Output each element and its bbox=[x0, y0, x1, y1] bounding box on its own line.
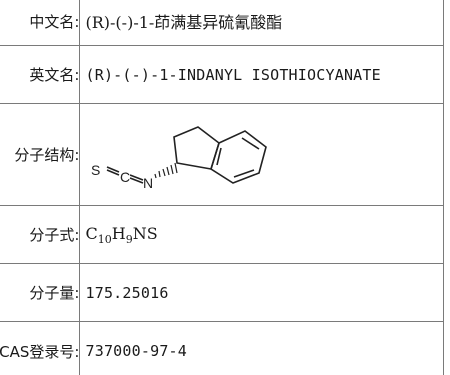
row-chinese-name: 中文名: (R)-(-)-1-茚满基异硫氰酸酯 bbox=[0, 0, 444, 46]
cyclopentane-ring bbox=[173, 125, 221, 170]
atom-sulfur: S bbox=[91, 162, 100, 178]
aromatic-bond-1 bbox=[242, 136, 260, 150]
value-formula: C10H9NS bbox=[79, 205, 444, 264]
value-english-name: (R)-(-)-1-INDANYL ISOTHIOCYANATE bbox=[79, 45, 444, 104]
value-structure: S C N bbox=[79, 103, 444, 206]
row-molecular-weight: 分子量: 175.25016 bbox=[0, 263, 444, 322]
bond-c-n-1 bbox=[130, 173, 144, 181]
bond-s-c-2 bbox=[107, 168, 120, 176]
value-molecular-weight: 175.25016 bbox=[79, 263, 444, 322]
row-structure: 分子结构: bbox=[0, 103, 444, 206]
row-cas-number: CAS登录号: 737000-97-4 bbox=[0, 321, 444, 375]
label-molecular-weight: 分子量: bbox=[0, 263, 81, 322]
value-chinese-name: (R)-(-)-1-茚满基异硫氰酸酯 bbox=[79, 0, 444, 46]
bond-s-c-1 bbox=[107, 165, 120, 173]
hashed-wedge-bond bbox=[154, 162, 179, 178]
row-english-name: 英文名: (R)-(-)-1-INDANYL ISOTHIOCYANATE bbox=[0, 45, 444, 104]
label-cas-number: CAS登录号: bbox=[0, 321, 81, 375]
atom-carbon: C bbox=[120, 169, 130, 185]
label-chinese-name: 中文名: bbox=[0, 0, 81, 46]
atom-nitrogen: N bbox=[143, 175, 153, 191]
aromatic-bond-2 bbox=[234, 168, 255, 178]
aromatic-bond-3 bbox=[216, 147, 223, 165]
value-cas-number: 737000-97-4 bbox=[79, 321, 444, 375]
label-formula: 分子式: bbox=[0, 205, 81, 264]
bond-c-n-2 bbox=[130, 176, 144, 184]
label-english-name: 英文名: bbox=[0, 45, 81, 104]
label-structure: 分子结构: bbox=[0, 103, 81, 206]
indanyl-isothiocyanate-structure-icon: S C N bbox=[91, 125, 268, 191]
benzene-ring bbox=[210, 129, 268, 184]
row-formula: 分子式: C10H9NS bbox=[0, 205, 444, 264]
